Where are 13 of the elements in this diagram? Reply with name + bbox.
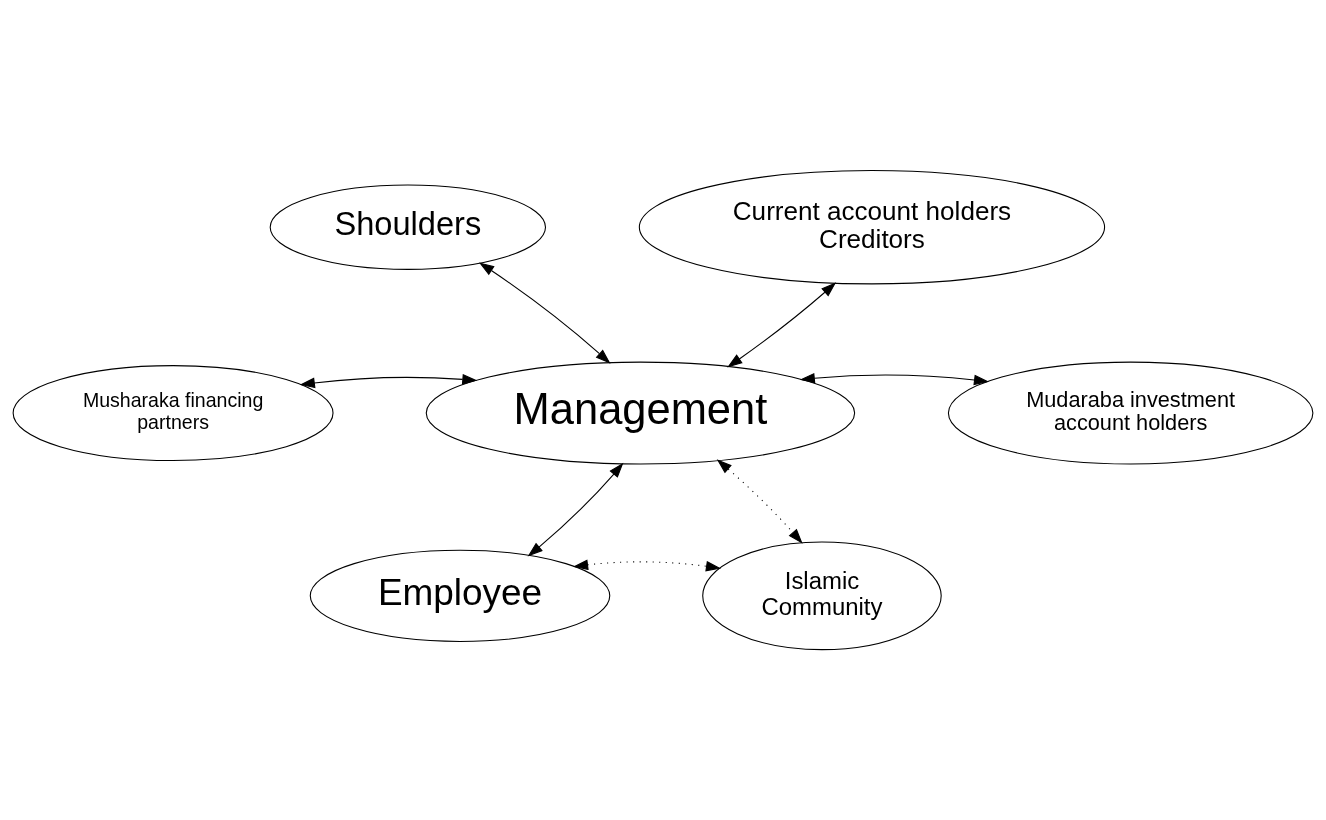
node-ellipse: Current account holders Creditors <box>638 170 1106 285</box>
node-ellipse: Management <box>425 361 856 465</box>
arrow <box>716 459 803 544</box>
arrow <box>527 462 624 557</box>
node-ellipse: Mudaraba investment account holders <box>947 361 1314 465</box>
arrow <box>299 374 478 389</box>
arrow <box>479 262 611 364</box>
arrow <box>572 559 722 572</box>
node-ellipse: Shoulders <box>269 184 547 270</box>
node-ellipse: Employee <box>309 549 611 642</box>
node-ellipse: Musharaka financing partners <box>12 365 334 462</box>
arrow <box>727 282 837 368</box>
arrow <box>799 372 990 386</box>
